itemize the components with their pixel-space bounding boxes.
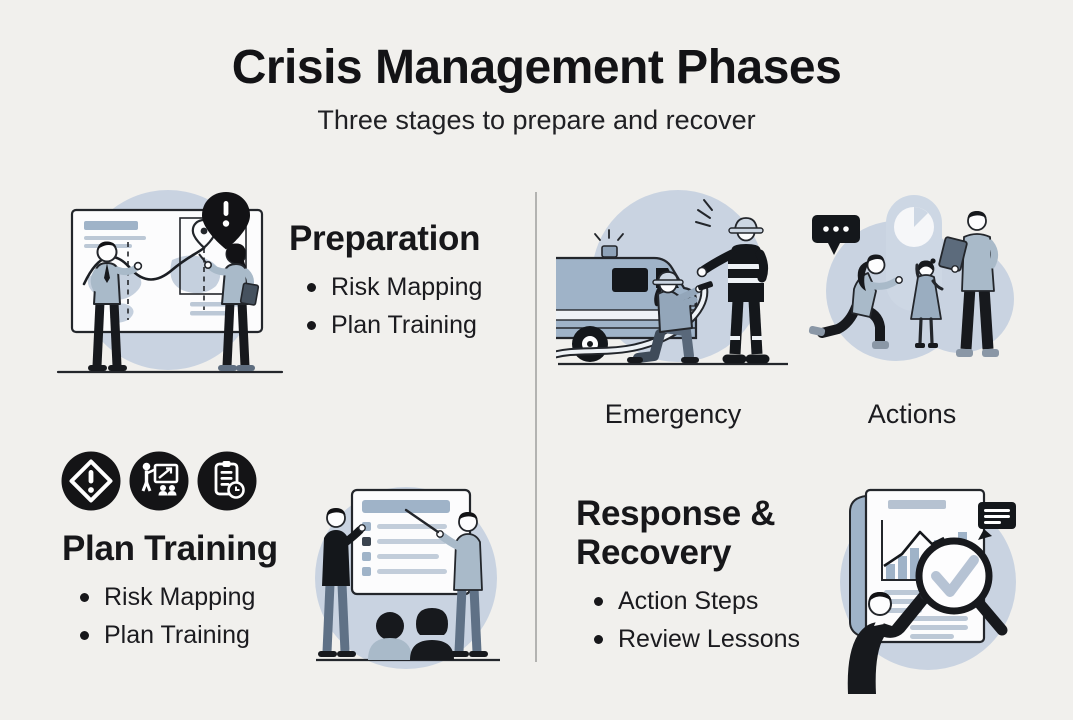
bullet-item: Review Lessons	[594, 620, 811, 658]
man-with-clipboard	[938, 211, 999, 357]
plan-training-block: Plan Training Risk Mapping Plan Training	[62, 529, 278, 654]
checklist-clock-icon	[197, 451, 257, 511]
plan-training-icons	[60, 450, 258, 512]
vertical-divider	[535, 192, 537, 662]
presenter-right	[404, 508, 488, 657]
preparation-illustration	[56, 190, 284, 374]
response-recovery-block: Response & Recovery Action Steps Review …	[576, 494, 811, 658]
preparation-bullets: Risk Mapping Plan Training	[307, 268, 482, 344]
preparation-block: Preparation Risk Mapping Plan Training	[289, 219, 482, 344]
alert-pin-icon	[202, 192, 250, 250]
magnifier-check-icon	[915, 537, 1008, 636]
training-board	[350, 488, 472, 596]
actions-illustration	[808, 195, 1014, 361]
page-title: Crisis Management Phases	[231, 41, 842, 94]
training-illustration	[315, 487, 500, 669]
audience	[368, 608, 454, 660]
risk-alert-icon	[61, 451, 121, 511]
presenter-woman	[198, 243, 260, 371]
bullet-item: Plan Training	[80, 616, 278, 654]
page-subtitle: Three stages to prepare and recover	[317, 105, 756, 135]
emergency-illustration	[556, 190, 788, 366]
plan-training-heading: Plan Training	[62, 529, 278, 568]
child	[910, 258, 944, 348]
response-recovery-heading: Response & Recovery	[576, 494, 776, 572]
review-illustration	[840, 488, 1016, 694]
response-recovery-bullets: Action Steps Review Lessons	[594, 582, 811, 658]
comment-bubble-icon	[978, 502, 1016, 540]
standing-firefighter	[695, 199, 770, 364]
emergency-label: Emergency	[604, 399, 742, 429]
preparation-heading: Preparation	[289, 219, 481, 258]
actions-label: Actions	[867, 399, 957, 429]
bullet-item: Risk Mapping	[307, 268, 482, 306]
kneeling-woman	[808, 254, 903, 349]
bullet-item: Plan Training	[307, 306, 482, 344]
bullet-item: Risk Mapping	[80, 578, 278, 616]
bullet-item: Action Steps	[594, 582, 811, 620]
plan-training-bullets: Risk Mapping Plan Training	[80, 578, 278, 654]
kneeling-firefighter	[627, 271, 714, 363]
presenter-left	[318, 508, 366, 657]
speech-bubble-icon	[812, 215, 860, 255]
presenter-man	[88, 241, 143, 371]
training-presentation-icon	[129, 451, 189, 511]
